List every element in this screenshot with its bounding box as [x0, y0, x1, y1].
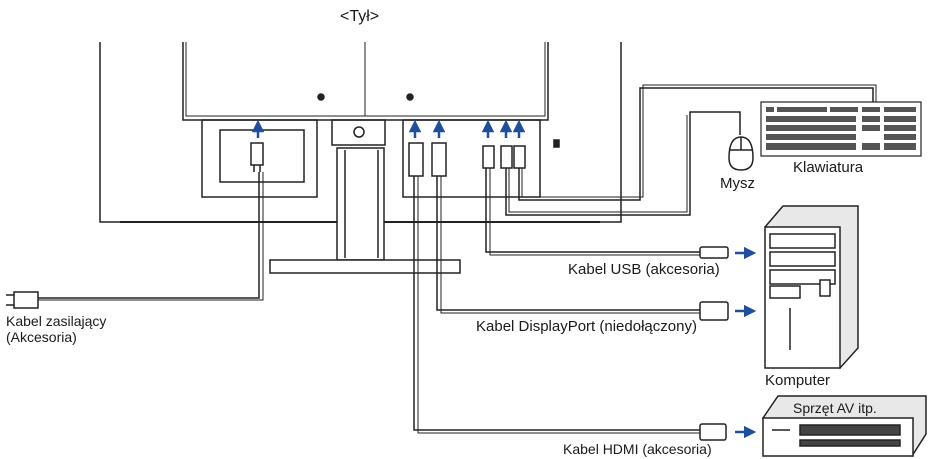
- usb-hub-cables: [500, 84, 877, 216]
- av-equipment-icon: [761, 395, 927, 457]
- mouse-label: Mysz: [720, 175, 755, 192]
- page-title: <Tył>: [340, 8, 380, 25]
- power-cable: [6, 142, 264, 309]
- power-cable-label-line1: Kabel zasilający: [6, 313, 107, 329]
- power-cable-label-line2: (Akcesoria): [6, 329, 77, 345]
- computer-icon: [764, 205, 859, 370]
- mouse-icon: [728, 136, 754, 171]
- connection-arrows: [251, 119, 757, 439]
- power-cable-label: Kabel zasilający (Akcesoria): [6, 313, 106, 345]
- keyboard-icon: [760, 101, 922, 157]
- keyboard-label: Klawiatura: [793, 159, 864, 176]
- hdmi-cable: [408, 142, 727, 441]
- monitor-stand: [269, 147, 461, 274]
- computer-label: Komputer: [765, 372, 831, 389]
- av-equipment-label: Sprzęt AV itp.: [793, 400, 877, 416]
- usb-cable: [482, 145, 729, 259]
- displayport-cable: [431, 142, 729, 321]
- usb-cable-label: Kabel USB (akcesoria): [568, 261, 720, 278]
- hdmi-cable-label: Kabel HDMI (akcesoria): [563, 441, 712, 457]
- displayport-cable-label: Kabel DisplayPort (niedołączony): [476, 318, 697, 335]
